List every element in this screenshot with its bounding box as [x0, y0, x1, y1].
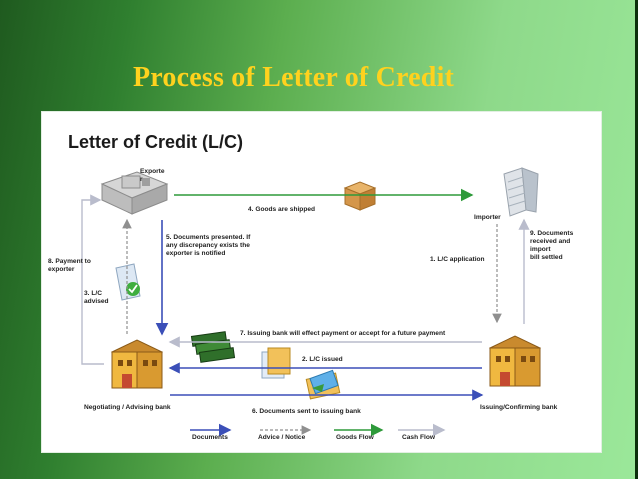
step-1-label: 1. L/C application [430, 256, 485, 263]
step-7-label: 7. Issuing bank will effect payment or a… [240, 330, 446, 337]
diagram-canvas [81, 167, 542, 437]
step-5-label: 5. Documents presented. If any discrepan… [166, 234, 251, 257]
advised-document-icon [115, 263, 141, 301]
exporter-building-icon [100, 171, 169, 215]
exporter-label: Exporte r [140, 168, 165, 183]
step-2-label: 2. L/C issued [302, 356, 343, 363]
cash-stack-icon [190, 331, 236, 363]
payment-to-exporter-arrow [81, 194, 104, 365]
diagram-panel: Letter of Credit (L/C) Exporte r Importe… [42, 112, 601, 452]
slide-title: Process of Letter of Credit [133, 62, 455, 93]
issuing-bank-label: Issuing/Confirming bank [480, 404, 558, 411]
importer-label: Importer [474, 214, 501, 221]
goods-box-icon [343, 181, 377, 211]
importer-building-icon [503, 167, 539, 217]
slide-edge [635, 0, 638, 479]
negotiating-bank-label: Negotiating / Advising bank [84, 404, 171, 411]
step-9-label: 9. Documents received and import bill se… [530, 230, 574, 261]
legend-advice-label: Advice / Notice [258, 434, 306, 441]
documents-folder-icon [305, 369, 341, 400]
step-6-label: 6. Documents sent to issuing bank [252, 408, 361, 415]
issued-document-icon [261, 347, 291, 379]
legend-cash-label: Cash Flow [402, 434, 435, 441]
negotiating-bank-icon [110, 339, 164, 389]
step-4-label: 4. Goods are shipped [248, 206, 316, 213]
step-8-label: 8. Payment to exporter [48, 258, 91, 273]
diagram-title: Letter of Credit (L/C) [68, 132, 243, 152]
step-3-label: 3. L/C advised [84, 290, 109, 305]
legend-goods-label: Goods Flow [336, 434, 374, 441]
issuing-bank-icon [488, 335, 542, 387]
legend-documents-label: Documents [192, 434, 228, 441]
